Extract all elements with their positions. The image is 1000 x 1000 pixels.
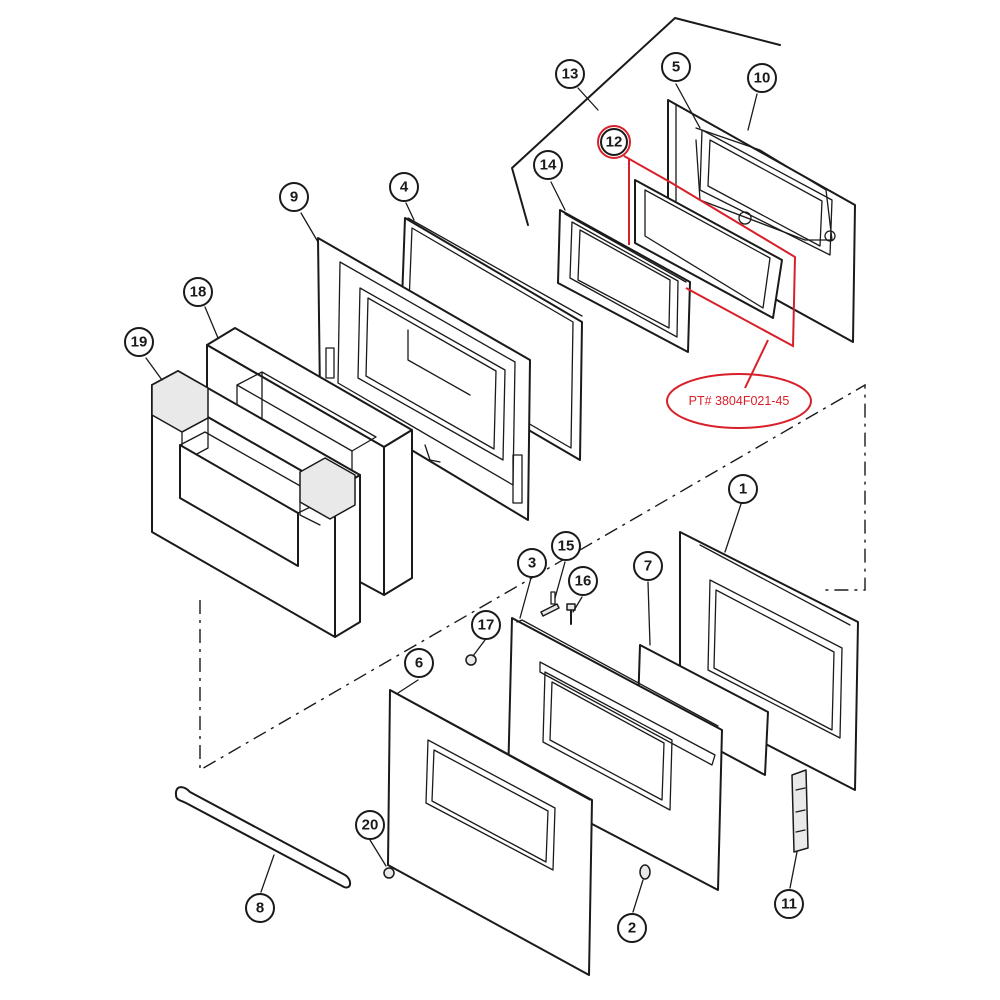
- part-1-door-frame[interactable]: [679, 531, 859, 791]
- callout-11-label: 11: [781, 896, 797, 913]
- part-14-glass-frame[interactable]: [557, 209, 691, 353]
- callout-15[interactable]: 15: [551, 531, 581, 561]
- callout-20-label: 20: [362, 817, 379, 834]
- part-12-inner-glass[interactable]: [634, 179, 783, 319]
- callout-14[interactable]: 14: [533, 150, 563, 180]
- callout-11[interactable]: 11: [774, 889, 804, 919]
- callout-16-label: 16: [575, 573, 592, 590]
- callout-1[interactable]: 1: [728, 474, 758, 504]
- part-19-insulation[interactable]: [151, 370, 361, 638]
- callout-4[interactable]: 4: [389, 172, 419, 202]
- callout-1-label: 1: [739, 481, 747, 498]
- callout-3-label: 3: [528, 555, 536, 572]
- callout-13-label: 13: [562, 66, 579, 83]
- part-6-outer-panel[interactable]: [387, 689, 593, 976]
- part-18-insulation[interactable]: [206, 327, 413, 596]
- callout-17-label: 17: [478, 617, 495, 634]
- callout-10[interactable]: 10: [747, 63, 777, 93]
- callout-2[interactable]: 2: [617, 913, 647, 943]
- callout-12-label: 12: [606, 134, 623, 151]
- part-9-inner-door-panel[interactable]: [317, 237, 531, 521]
- callout-18[interactable]: 18: [183, 277, 213, 307]
- part-11-hinge-bracket[interactable]: [791, 769, 809, 853]
- part-2-screw[interactable]: [639, 864, 651, 880]
- part-13-outline: [511, 17, 781, 226]
- part-17-nut[interactable]: [465, 654, 477, 666]
- callout-15-label: 15: [558, 538, 575, 555]
- part-number-label: PT# 3804F021-45: [689, 394, 790, 408]
- part-8-door-handle[interactable]: [174, 786, 352, 889]
- part-3-door-panel[interactable]: [507, 617, 723, 891]
- callout-14-label: 14: [540, 157, 557, 174]
- part-12-highlight: PT# 3804F021-45: [597, 125, 812, 429]
- callout-7-label: 7: [644, 558, 652, 575]
- callout-10-label: 10: [754, 70, 771, 87]
- callout-9[interactable]: 9: [279, 182, 309, 212]
- callout-6-label: 6: [415, 655, 423, 672]
- callout-12[interactable]: 12: [600, 128, 628, 156]
- callout-20[interactable]: 20: [355, 810, 385, 840]
- callout-5-label: 5: [672, 59, 680, 76]
- callout-2-label: 2: [628, 920, 636, 937]
- callout-8[interactable]: 8: [245, 893, 275, 923]
- callout-6[interactable]: 6: [404, 648, 434, 678]
- callout-3[interactable]: 3: [517, 548, 547, 578]
- callout-17[interactable]: 17: [471, 610, 501, 640]
- callout-19[interactable]: 19: [124, 327, 154, 357]
- leader-lines: [145, 83, 798, 913]
- callout-19-label: 19: [131, 334, 148, 351]
- callout-16[interactable]: 16: [568, 566, 598, 596]
- part-16-screw[interactable]: [566, 603, 576, 625]
- callout-7[interactable]: 7: [633, 551, 663, 581]
- callout-8-label: 8: [256, 900, 264, 917]
- callout-4-label: 4: [400, 179, 409, 196]
- assembly-divider: [199, 383, 866, 772]
- callout-9-label: 9: [290, 189, 298, 206]
- part-20-nut[interactable]: [383, 867, 395, 879]
- callout-5[interactable]: 5: [661, 52, 691, 82]
- callout-18-label: 18: [190, 284, 207, 301]
- callout-13[interactable]: 13: [555, 59, 585, 89]
